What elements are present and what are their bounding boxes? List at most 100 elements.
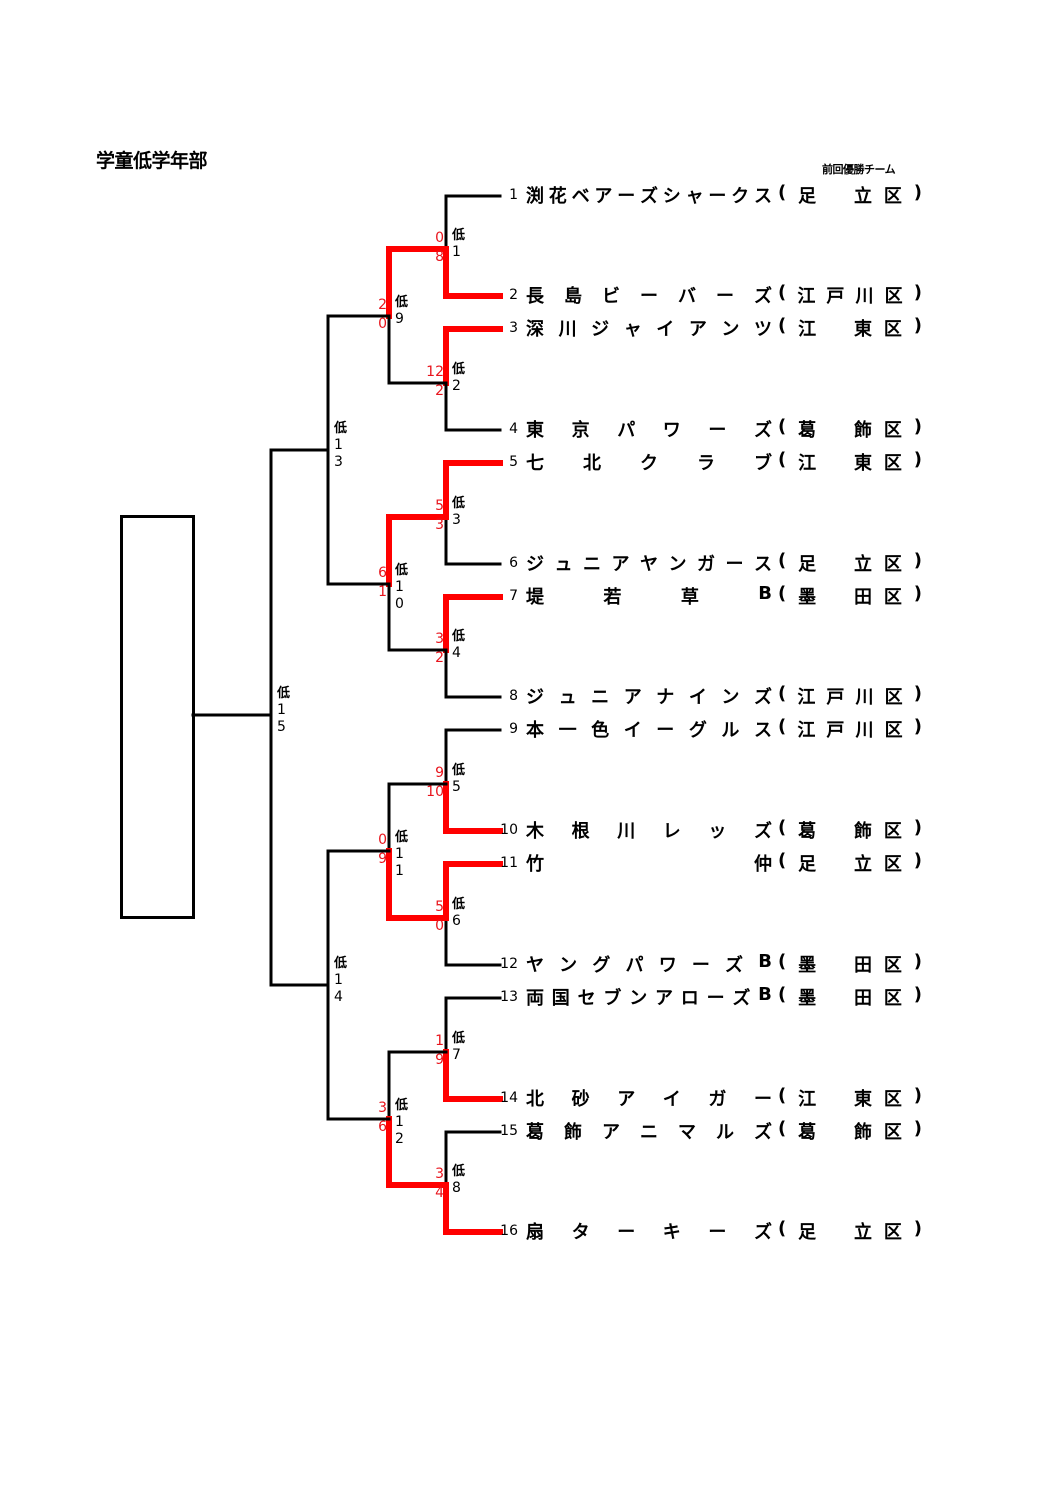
- team-seed: 5: [509, 454, 518, 470]
- score-top: 1: [435, 1033, 444, 1049]
- score-top: 3: [435, 631, 444, 647]
- team-row: 6 ジュニアヤンガース (足立区): [508, 550, 922, 575]
- team-seed: 8: [509, 688, 518, 704]
- score-top: 5: [435, 899, 444, 915]
- score-bottom: 8: [435, 249, 444, 265]
- team-name: 北砂アイガー: [526, 1089, 772, 1110]
- champion-box: [120, 515, 195, 919]
- team-seed: 6: [509, 555, 518, 571]
- team-district: (墨田区): [778, 583, 922, 608]
- score-top: 3: [378, 1100, 387, 1116]
- team-district: (江戸川区): [778, 683, 922, 708]
- team-name: 木根川レッズ: [526, 821, 772, 842]
- team-district: (足立区): [778, 550, 922, 575]
- team-seed: 14: [500, 1090, 518, 1106]
- team-row: 9 本一色イーグルス (江戸川区): [508, 716, 922, 741]
- team-name: ジュニアヤンガース: [526, 554, 772, 575]
- team-name: 本一色イーグルス: [526, 720, 772, 741]
- team-row: 16 扇ターキーズ (足立区): [500, 1218, 922, 1243]
- previous-champion-label: 前回優勝チーム: [822, 163, 896, 176]
- team-name: 七北クラブ: [526, 453, 772, 474]
- team-row: 2 長島ビーバーズ (江戸川区): [508, 282, 922, 307]
- team-seed: 4: [509, 421, 518, 437]
- score-top: 5: [435, 498, 444, 514]
- team-seed: 16: [500, 1223, 518, 1239]
- team-name: 扇ターキーズ: [526, 1222, 772, 1243]
- team-district: (葛飾区): [778, 416, 922, 441]
- score-top: 9: [435, 765, 444, 781]
- team-district: (葛飾区): [778, 817, 922, 842]
- team-row: 5 七北クラブ (江東区): [508, 449, 922, 474]
- team-district: (足立区): [778, 1218, 922, 1243]
- team-row: 8 ジュニアナインズ (江戸川区): [508, 683, 922, 708]
- score-top: 2: [378, 297, 387, 313]
- team-seed: 3: [509, 320, 518, 336]
- team-district: (江戸川区): [778, 716, 922, 741]
- score-bottom: 6: [378, 1119, 387, 1135]
- team-district: (足立区): [778, 850, 922, 875]
- team-district: (江東区): [778, 315, 922, 340]
- team-seed: 7: [509, 588, 518, 604]
- team-row: 4 東京パワーズ (葛飾区): [508, 416, 922, 441]
- team-district: (江東区): [778, 1085, 922, 1110]
- team-row: 14 北砂アイガー (江東区): [500, 1085, 922, 1110]
- team-name: ジュニアナインズ: [526, 687, 772, 708]
- score-bottom: 9: [435, 1052, 444, 1068]
- score-bottom: 2: [435, 383, 444, 399]
- score-bottom: 10: [426, 784, 444, 800]
- score-top: 3: [435, 1166, 444, 1182]
- score-top: 0: [435, 230, 444, 246]
- team-seed: 11: [500, 855, 518, 871]
- team-seed: 12: [500, 956, 518, 972]
- team-name: 深川ジャイアンツ: [526, 319, 772, 340]
- team-seed: 2: [509, 287, 518, 303]
- team-district: (葛飾区): [778, 1118, 922, 1143]
- score-top: 6: [378, 565, 387, 581]
- team-district: (墨田区): [778, 984, 922, 1009]
- team-district: (足立区): [778, 182, 922, 207]
- team-name: 長島ビーバーズ: [526, 286, 772, 307]
- team-district: (江東区): [778, 449, 922, 474]
- team-row: 3 深川ジャイアンツ (江東区): [508, 315, 922, 340]
- page-title: 学童低学年部: [96, 150, 208, 172]
- team-seed: 10: [500, 822, 518, 838]
- team-seed: 13: [500, 989, 518, 1005]
- team-seed: 1: [509, 187, 518, 203]
- score-bottom: 0: [435, 918, 444, 934]
- team-row: 11 竹仲 (足立区): [500, 850, 922, 875]
- team-district: (墨田区): [778, 951, 922, 976]
- score-bottom: 4: [435, 1185, 444, 1201]
- team-seed: 15: [500, 1123, 518, 1139]
- score-top: 0: [378, 832, 387, 848]
- team-name: 東京パワーズ: [526, 420, 772, 441]
- team-seed: 9: [509, 721, 518, 737]
- score-bottom: 1: [378, 584, 387, 600]
- team-district: (江戸川区): [778, 282, 922, 307]
- score-bottom: 2: [435, 650, 444, 666]
- team-name: 竹仲: [526, 854, 772, 875]
- score-top: 12: [426, 364, 444, 380]
